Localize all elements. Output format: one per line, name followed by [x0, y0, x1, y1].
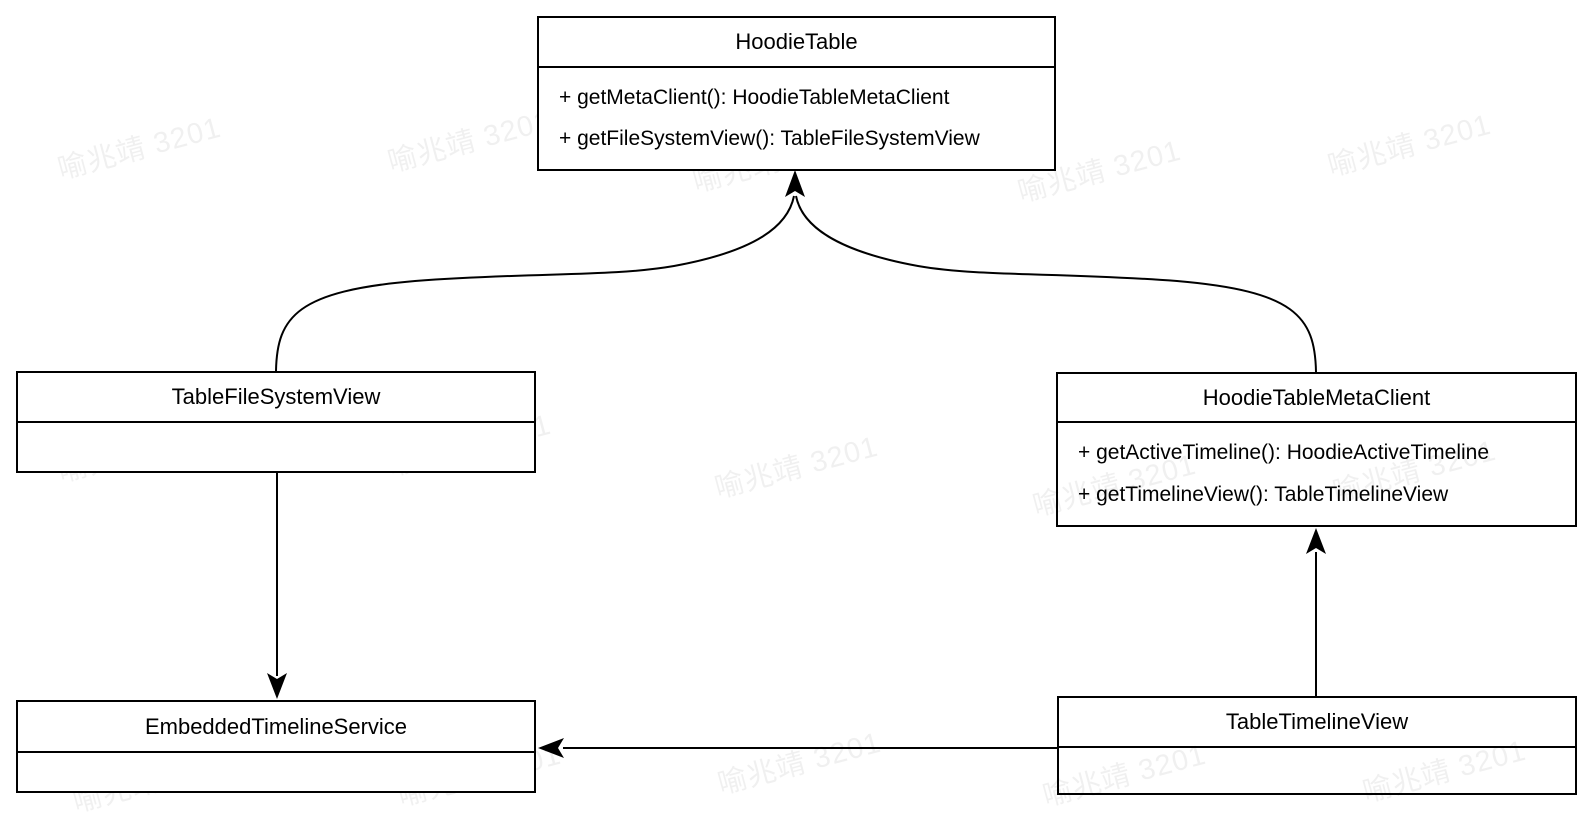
- class-title: TableTimelineView: [1059, 698, 1575, 748]
- watermark: 喻兆靖 3201: [714, 726, 885, 802]
- edge-hoodietablemetaclient-to-hoodietable: [795, 195, 1317, 373]
- class-box-tabletimelineview: TableTimelineView: [1057, 696, 1577, 795]
- class-methods-empty: [18, 423, 534, 471]
- watermark: 喻兆靖 3201: [384, 104, 555, 180]
- method-getfilesystemview: + getFileSystemView(): TableFileSystemVi…: [559, 127, 980, 151]
- method-getmetaclient: + getMetaClient(): HoodieTableMetaClient: [559, 85, 950, 109]
- class-title: HoodieTable: [539, 18, 1054, 68]
- class-box-hoodietable: HoodieTable + getMetaClient(): HoodieTab…: [537, 16, 1056, 171]
- class-title: HoodieTableMetaClient: [1058, 374, 1575, 423]
- arrowhead-down-embeddedtimelineservice: [267, 673, 287, 699]
- class-box-embeddedtimelineservice: EmbeddedTimelineService: [16, 700, 536, 793]
- class-title: TableFileSystemView: [18, 373, 534, 423]
- watermark: 喻兆靖 3201: [711, 430, 882, 506]
- edge-tablefilesystemview-to-hoodietable: [275, 195, 795, 372]
- method-gettimelineview: + getTimelineView(): TableTimelineView: [1078, 483, 1449, 506]
- class-methods: + getMetaClient(): HoodieTableMetaClient…: [539, 68, 1054, 169]
- class-box-tablefilesystemview: TableFileSystemView: [16, 371, 536, 473]
- class-title: EmbeddedTimelineService: [18, 702, 534, 753]
- method-getactivetimeline: + getActiveTimeline(): HoodieActiveTimel…: [1078, 441, 1490, 464]
- class-box-hoodietablemetaclient: HoodieTableMetaClient + getActiveTimelin…: [1056, 372, 1577, 527]
- class-methods: + getActiveTimeline(): HoodieActiveTimel…: [1058, 423, 1575, 525]
- arrowhead-up-hoodietablemetaclient: [1306, 528, 1326, 554]
- watermark: 喻兆靖 3201: [54, 111, 225, 187]
- class-methods-empty: [18, 753, 534, 791]
- watermark: 喻兆靖 3201: [1324, 108, 1495, 184]
